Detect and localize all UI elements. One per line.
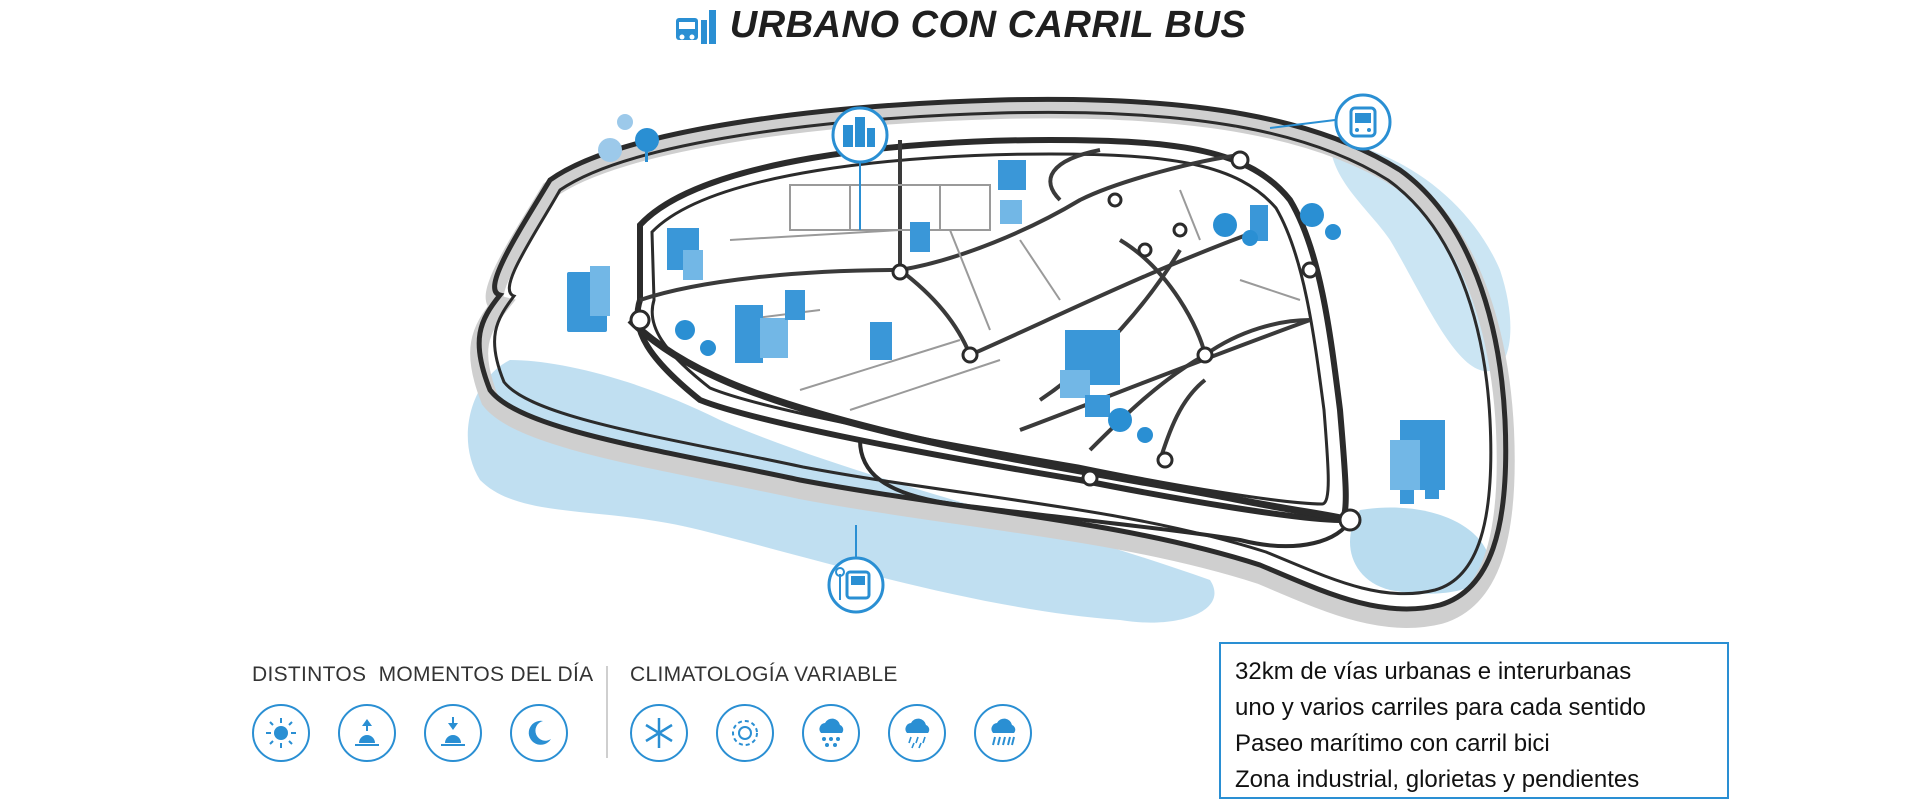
- sleet-icon: [888, 704, 946, 762]
- info-line: 32km de vías urbanas e interurbanas: [1235, 658, 1632, 685]
- city-buildings-icon: [843, 125, 853, 147]
- bus-lane-road: [627, 317, 1351, 524]
- info-line: Zona industrial, glorietas y pendientes: [1235, 766, 1640, 793]
- water-right: [1330, 140, 1511, 372]
- page-title: URBANO CON CARRIL BUS: [0, 4, 1920, 47]
- hail-icon: [802, 704, 860, 762]
- legend-divider: [606, 666, 608, 758]
- info-line: uno y varios carriles para cada sentido: [1235, 694, 1646, 721]
- fog-icon: [716, 704, 774, 762]
- time-of-day-icons: [252, 704, 568, 762]
- roundabouts: [629, 150, 1362, 532]
- bus-stop-icon: [835, 567, 871, 600]
- buildings: [567, 160, 1445, 504]
- time-of-day-heading: DISTINTOS MOMENTOS DEL DÍA: [252, 663, 594, 686]
- water-bottom-right: [1350, 507, 1491, 594]
- bus-marker-top-right: [1269, 93, 1392, 151]
- sunrise-icon: [338, 704, 396, 762]
- inner-streets: [639, 140, 1311, 461]
- buildings-marker: [831, 106, 889, 230]
- title-text: URBANO CON CARRIL BUS: [729, 4, 1247, 46]
- minor-streets: [729, 184, 1301, 411]
- weather-section: CLIMATOLOGÍA VARIABLE: [630, 663, 898, 687]
- weather-heading: CLIMATOLOGÍA VARIABLE: [630, 663, 898, 686]
- rain-icon: [974, 704, 1032, 762]
- moon-icon: [510, 704, 568, 762]
- outer-highway: [476, 96, 1509, 612]
- bus-icon: [1349, 106, 1377, 138]
- bus-stop-marker-bottom: [827, 525, 885, 614]
- weather-icons: [630, 704, 1032, 762]
- sun-icon: [252, 704, 310, 762]
- bus-city-icon: [675, 9, 716, 44]
- info-line: Paseo marítimo con carril bici: [1235, 730, 1550, 757]
- snowflake-icon: [630, 704, 688, 762]
- ring-road: [634, 136, 1349, 524]
- sunset-icon: [424, 704, 482, 762]
- time-of-day-section: DISTINTOS MOMENTOS DEL DÍA: [252, 663, 593, 687]
- trees: [598, 114, 1341, 443]
- info-box: 32km de vías urbanas e interurbanas uno …: [1219, 642, 1729, 799]
